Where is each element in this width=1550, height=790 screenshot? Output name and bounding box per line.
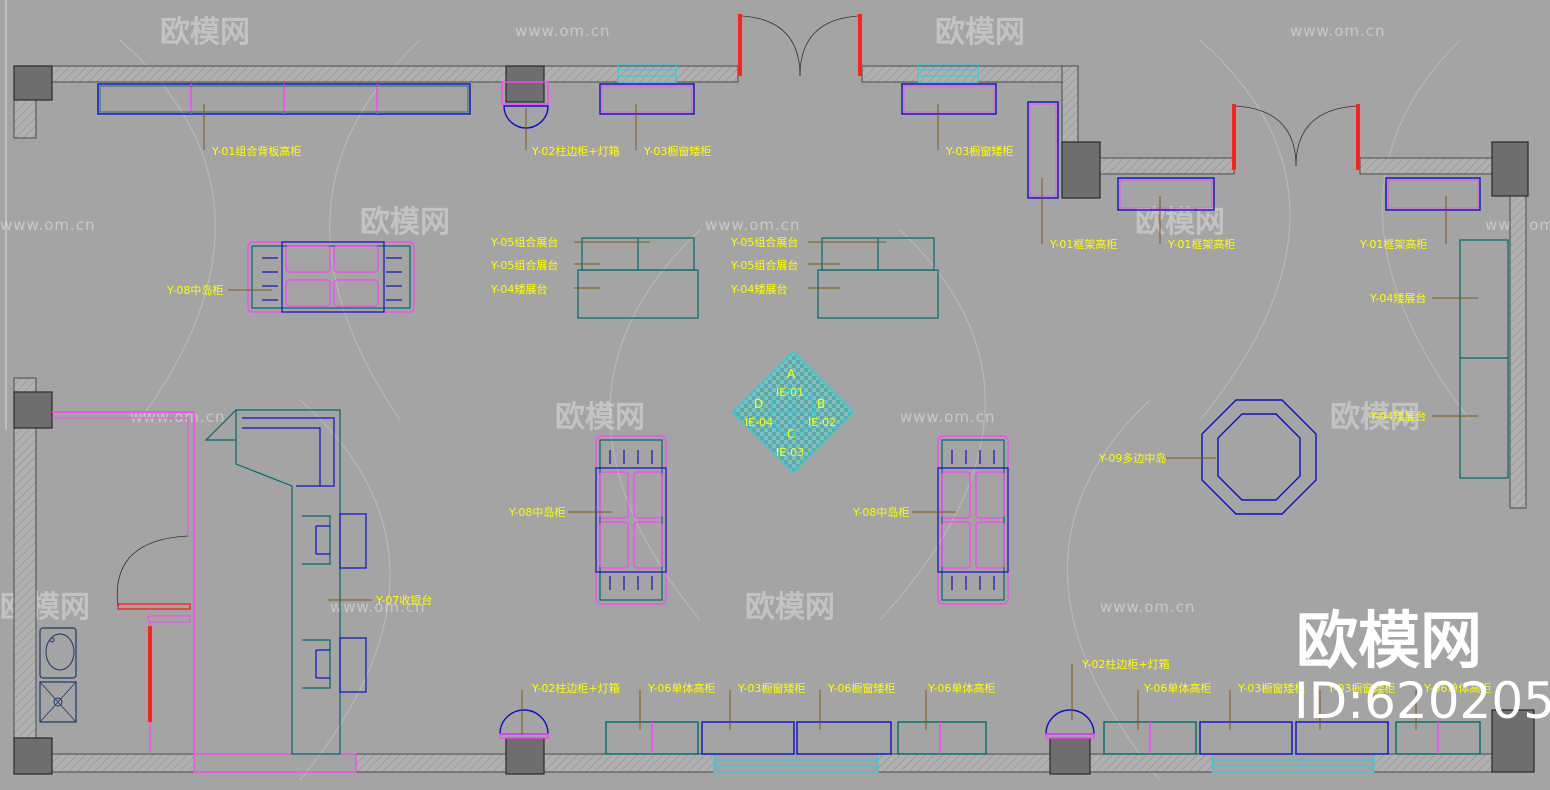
watermark-brand: 欧模网 xyxy=(1135,205,1225,240)
label-y03a: Y-03橱窗矮柜 xyxy=(643,144,711,158)
watermark-url: www.om.cn xyxy=(900,408,996,426)
display-tables-left xyxy=(577,237,699,319)
label-y09: Y-09多边中岛 xyxy=(1098,451,1166,465)
label-y04d: Y-04矮展台 xyxy=(1369,409,1426,423)
watermark-url: www.om.cn xyxy=(1290,22,1386,40)
elevation-label-c: C xyxy=(787,427,795,441)
label-y05c: Y-05组合展台 xyxy=(730,235,798,249)
octagon-island xyxy=(1201,399,1317,515)
island-cabinet-vertical-2 xyxy=(937,435,1009,605)
elevation-index-marker: A B C D IE-01 IE-02 IE-03 IE-04 xyxy=(731,350,855,474)
windows xyxy=(617,63,1375,773)
label-y05d: Y-05组合展台 xyxy=(730,258,798,272)
label-y06a: Y-06单体高柜 xyxy=(647,681,715,695)
elevation-label-a: A xyxy=(787,367,796,381)
watermark-brand: 欧模网 xyxy=(935,15,1025,50)
label-y01d: Y-01框架高柜 xyxy=(1359,237,1427,251)
watermark-url: www.om.cn xyxy=(515,22,611,40)
label-y08c: Y-08中岛柜 xyxy=(852,505,909,519)
label-y01b: Y-01框架高柜 xyxy=(1049,237,1117,251)
label-y02c: Y-02柱边柜+灯箱 xyxy=(1081,657,1170,671)
label-y02b: Y-02柱边柜+灯箱 xyxy=(531,681,620,695)
elevation-label-d: D xyxy=(754,397,763,411)
label-y03d: Y-03橱窗矮柜 xyxy=(1237,681,1305,695)
elevation-label-ie02: IE-02 xyxy=(808,416,836,429)
elevation-label-ie04: IE-04 xyxy=(745,416,773,429)
watermark-brand: 欧模网 xyxy=(1330,400,1420,435)
label-y01c: Y-01框架高柜 xyxy=(1167,237,1235,251)
watermark-url: www.om.cn xyxy=(330,598,426,616)
island-cabinet-horizontal xyxy=(247,241,415,313)
label-y06b: Y-06橱窗矮柜 xyxy=(827,681,895,695)
cashier-counter xyxy=(204,409,367,755)
label-y04a: Y-04矮展台 xyxy=(490,282,547,296)
elevation-label-ie01: IE-01 xyxy=(776,386,804,399)
watermark-brand: 欧模网 xyxy=(160,15,250,50)
watermark-url: www.om.cn xyxy=(0,216,96,234)
label-y03c: Y-03橱窗矮柜 xyxy=(737,681,805,695)
brand-overlay: 欧模网 ID:620205 xyxy=(1294,604,1550,730)
label-y01: Y-01组合背板高柜 xyxy=(211,144,301,158)
watermark-url: www.om.cn xyxy=(705,216,801,234)
bottom-cabinets xyxy=(499,709,1481,755)
brand-id-text: ID:620205 xyxy=(1294,672,1550,730)
label-y05a: Y-05组合展台 xyxy=(490,235,558,249)
columns xyxy=(13,65,1535,775)
top-cabinets xyxy=(97,81,1481,211)
brand-watermark-large: 欧模网 xyxy=(1296,604,1482,677)
label-y04b: Y-04矮展台 xyxy=(730,282,787,296)
entrance-door-2 xyxy=(1232,104,1360,170)
elevation-label-b: B xyxy=(817,397,825,411)
label-y08b: Y-08中岛柜 xyxy=(508,505,565,519)
entrance-door-1 xyxy=(738,14,862,77)
label-y06e: Y-06单体高柜 xyxy=(1423,681,1491,695)
watermark-brand: 欧模网 xyxy=(745,590,835,625)
island-cabinet-vertical-1 xyxy=(595,435,667,605)
label-y03e: Y-03橱窗矮柜 xyxy=(1327,681,1395,695)
watermark-arcs xyxy=(119,39,1471,781)
watermark-url: www.om.cn xyxy=(130,408,226,426)
display-tables-right xyxy=(817,237,939,319)
label-y05b: Y-05组合展台 xyxy=(490,258,558,272)
elevation-label-ie03: IE-03 xyxy=(776,446,804,459)
label-y04c: Y-04矮展台 xyxy=(1369,291,1426,305)
watermark-url: www.om.cn xyxy=(1100,598,1196,616)
furniture-labels: Y-01组合背板高柜 Y-02柱边柜+灯箱 Y-03橱窗矮柜 Y-03橱窗矮柜 … xyxy=(166,144,1491,695)
label-y03b: Y-03橱窗矮柜 xyxy=(945,144,1013,158)
label-y06c: Y-06单体高柜 xyxy=(927,681,995,695)
back-room xyxy=(39,411,357,773)
label-y02a: Y-02柱边柜+灯箱 xyxy=(531,144,620,158)
label-y06d: Y-06单体高柜 xyxy=(1143,681,1211,695)
leader-lines xyxy=(203,104,1478,734)
watermark-brand: 欧模网 xyxy=(360,205,450,240)
label-y07: Y-07收银台 xyxy=(375,593,432,607)
watermark-group: 欧模网 www.om.cn 欧模网 www.om.cn www.om.cn 欧模… xyxy=(0,15,1550,625)
right-low-display xyxy=(1459,239,1509,479)
label-y08a: Y-08中岛柜 xyxy=(166,283,223,297)
watermark-brand: 欧模网 xyxy=(555,400,645,435)
